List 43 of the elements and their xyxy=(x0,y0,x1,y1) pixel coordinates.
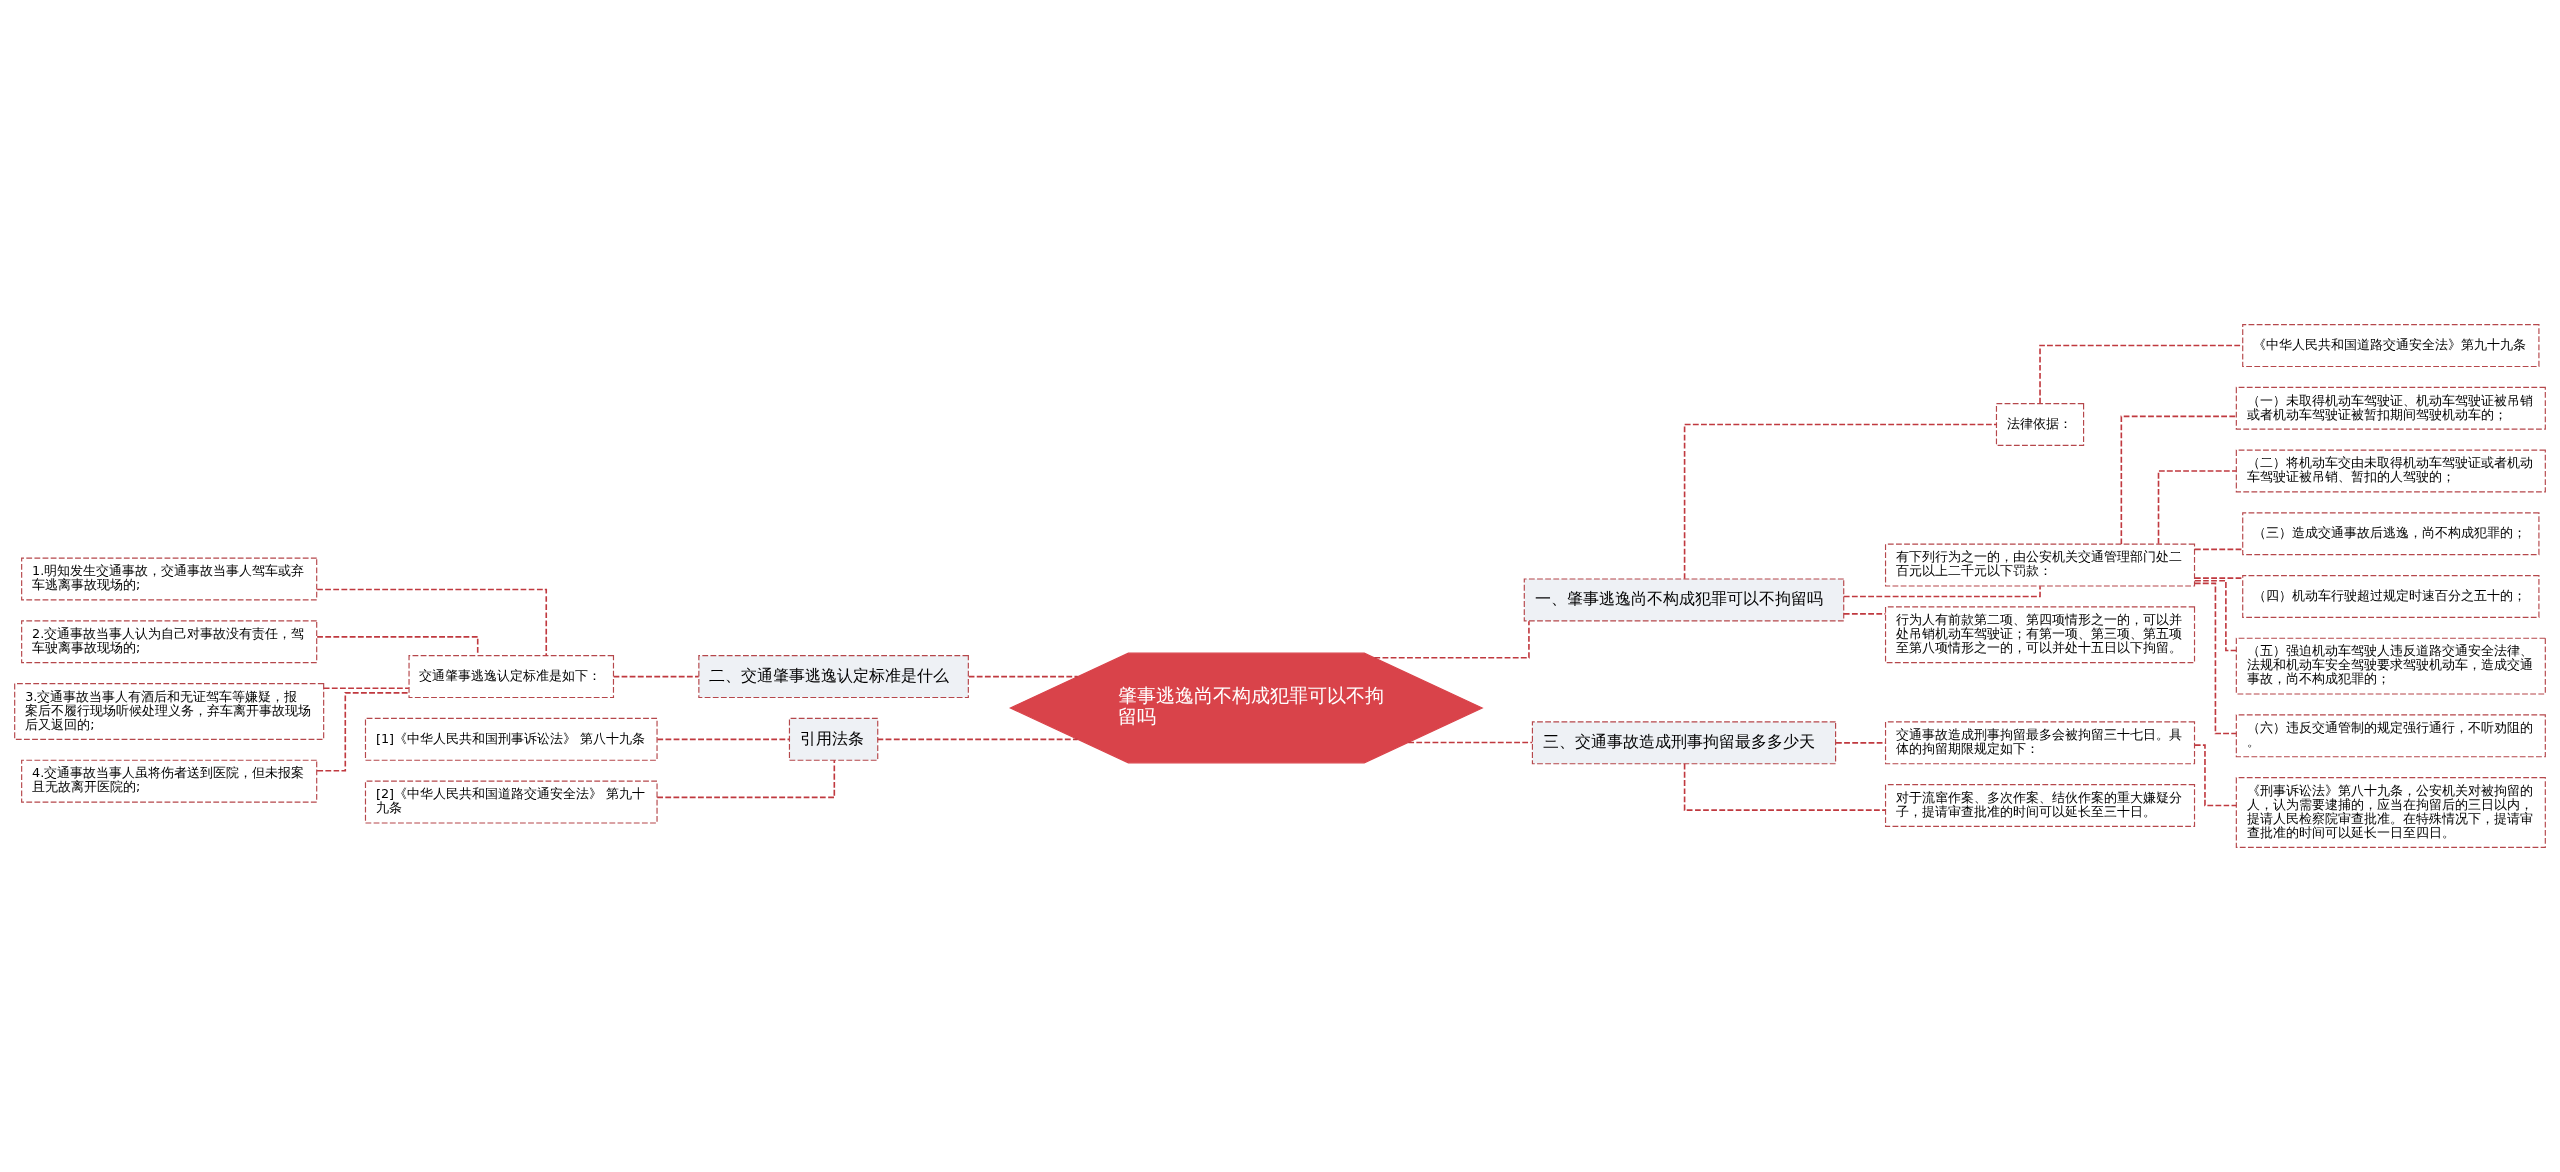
node-box: 一、肇事逃逸尚不构成犯罪可以不拘留吗 xyxy=(1523,578,1845,622)
node-box: 交通肇事逃逸认定标准是如下： xyxy=(408,655,615,699)
node-box: 三、交通事故造成刑事拘留最多多少天 xyxy=(1531,721,1837,765)
connector xyxy=(322,687,410,690)
node-box: 行为人有前款第二项、第四项情形之一的，可以并处吊销机动车驾驶证；有第一项、第三项、第五项至第八项情形之一的，可以并处十五日以下拘留。 xyxy=(1884,606,2196,664)
connector xyxy=(1683,762,1886,811)
connector xyxy=(2193,582,2238,735)
node-box: （四）机动车行驶超过规定时速百分之五十的； xyxy=(2242,574,2540,618)
connector xyxy=(612,675,700,678)
connector xyxy=(1683,423,1998,580)
node-box: 《中华人民共和国道路交通安全法》第九十九条 xyxy=(2242,324,2540,368)
connector xyxy=(876,738,1079,741)
node-box: 法律依据： xyxy=(1995,403,2085,447)
node-box: 交通事故造成刑事拘留最多会被拘留三十七日。具体的拘留期限规定如下： xyxy=(1884,721,2196,765)
connector xyxy=(1373,620,1530,659)
connector xyxy=(656,759,836,799)
node-box: （六）违反交通管制的规定强行通行，不听劝阻的。 xyxy=(2235,714,2546,758)
node-box: 二、交通肇事逃逸认定标准是什么 xyxy=(698,655,969,699)
connector xyxy=(2194,577,2244,579)
node-box: 有下列行为之一的，由公安机关交通管理部门处二百元以上二千元以下罚款： xyxy=(1884,543,2196,587)
node-box: 《刑事诉讼法》第八十九条，公安机关对被拘留的人，认为需要逮捕的，应当在拘留后的三日以内，提请人民检察院审查批准。在特殊情况下，提请审查批准的时间可以延长一日至四日。 xyxy=(2235,777,2546,848)
node-box: 4.交通事故当事人虽将伤者送到医院，但未报案且无故离开医院的; xyxy=(21,759,318,803)
node-box: 1.明知发生交通事故，交通事故当事人驾车或弃车逃离事故现场的; xyxy=(21,557,318,601)
node-box: 引用法条 xyxy=(788,717,879,761)
connector xyxy=(656,738,791,741)
node-box: 2.交通事故当事人认为自己对事故没有责任，驾车驶离事故现场的; xyxy=(21,620,318,664)
connector xyxy=(967,675,1079,678)
node-box: 对于流窜作案、多次作案、结伙作案的重大嫌疑分子，提请审查批准的时间可以延长至三十日。 xyxy=(1884,784,2196,828)
connector xyxy=(2039,344,2244,405)
connector xyxy=(2120,415,2237,545)
connector xyxy=(2193,579,2237,652)
node-box: （三）造成交通事故后逃逸，尚不构成犯罪的； xyxy=(2242,512,2540,556)
node-box: （二）将机动车交由未取得机动车驾驶证或者机动车驾驶证被吊销、暂扣的人驾驶的； xyxy=(2235,449,2546,493)
node-box: [2]《中华人民共和国道路交通安全法》 第九十九条 xyxy=(364,780,658,824)
node-box: （一）未取得机动车驾驶证、机动车驾驶证被吊销或者机动车驾驶证被暂扣期间驾驶机动车的； xyxy=(2235,386,2546,430)
connector xyxy=(1407,741,1534,744)
node-box: 3.交通事故当事人有酒后和无证驾车等嫌疑，报案后不履行现场听候处理义务，弃车离开事故现场后又返回的; xyxy=(14,683,325,740)
connector xyxy=(316,588,548,657)
node-box: [1]《中华人民共和国刑事诉讼法》 第八十九条 xyxy=(364,717,658,761)
node-box: （五）强迫机动车驾驶人违反道路交通安全法律、法规和机动车安全驾驶要求驾驶机动车，造成交通事故，尚不构成犯罪的； xyxy=(2235,637,2546,695)
connector xyxy=(2194,548,2244,551)
connector xyxy=(1842,613,1887,615)
connector xyxy=(2157,470,2237,545)
